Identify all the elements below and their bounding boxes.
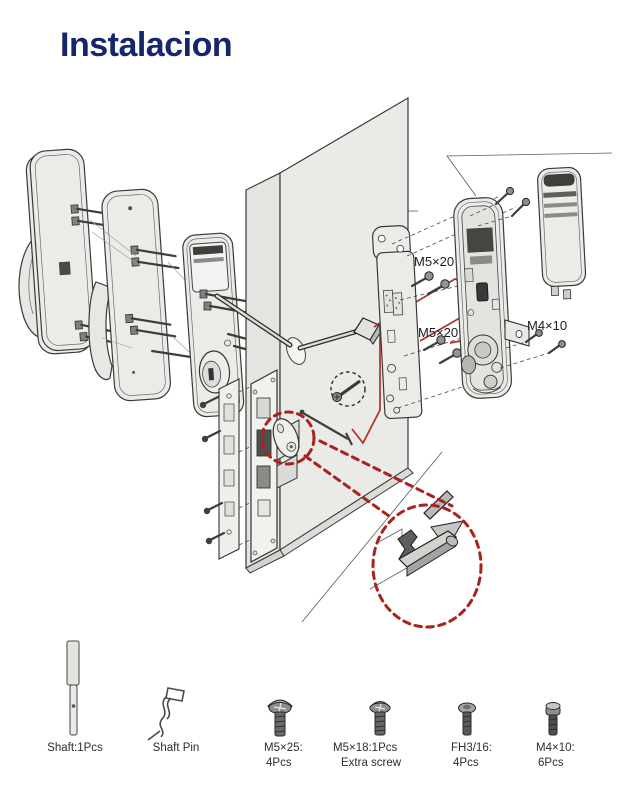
m5x20-screws: M5×20 M5×20 (410, 254, 462, 365)
shaft-part-label: Shaft:1Pcs (47, 742, 103, 754)
drive-shaft (214, 293, 383, 351)
m4x10-screw-icon (545, 702, 561, 736)
m5x18-screw-icon (369, 701, 391, 736)
m5x25-label-2: 4Pcs (266, 757, 292, 769)
label-m5x20-upper: M5×20 (414, 254, 454, 269)
page-title: Instalacion (60, 26, 233, 64)
m5x18-label-2: Extra screw (341, 757, 402, 769)
fh316-screw-icon (458, 702, 476, 736)
interior-main-unit (453, 186, 531, 399)
shaft-pin-icon (147, 687, 185, 741)
parts-list: Shaft:1Pcs Shaft Pin M5×25: 4Pcs (47, 640, 575, 769)
set-screw-detail (330, 371, 366, 407)
top-screws (469, 186, 531, 227)
m5x25-label-1: M5×25: (264, 742, 303, 754)
m4x10-screws: M4×10 (499, 318, 567, 369)
fh316-label-1: FH3/16: (451, 742, 492, 754)
exterior-main-unit (182, 232, 270, 418)
shaft-pin-label: Shaft Pin (153, 742, 200, 754)
m5x18-label-1: M5×18:1Pcs (333, 742, 397, 754)
door-panel (245, 96, 414, 574)
m4x10-label-2: 6Pcs (538, 757, 564, 769)
gasket-panel (88, 188, 198, 402)
strike-plate (199, 378, 253, 560)
hole-highlight (260, 410, 454, 518)
back-mounting-plate (372, 195, 517, 420)
exterior-cover (18, 148, 116, 355)
zoom-circle (371, 503, 483, 629)
cable-connector (476, 282, 489, 302)
interior-back-cover (537, 166, 587, 300)
shaft-part-icon (66, 640, 80, 736)
label-m5x20-lower: M5×20 (418, 325, 458, 340)
shaft-pin-rod (299, 409, 353, 446)
strike-screws (199, 395, 226, 545)
fh316-label-2: 4Pcs (453, 757, 479, 769)
m4x10-label-1: M4×10: (536, 742, 575, 754)
shaft-detail-zoom (301, 451, 483, 629)
escutcheon-plate (272, 418, 300, 458)
m5x25-screw-icon (267, 699, 293, 737)
label-m4x10: M4×10 (527, 318, 567, 333)
